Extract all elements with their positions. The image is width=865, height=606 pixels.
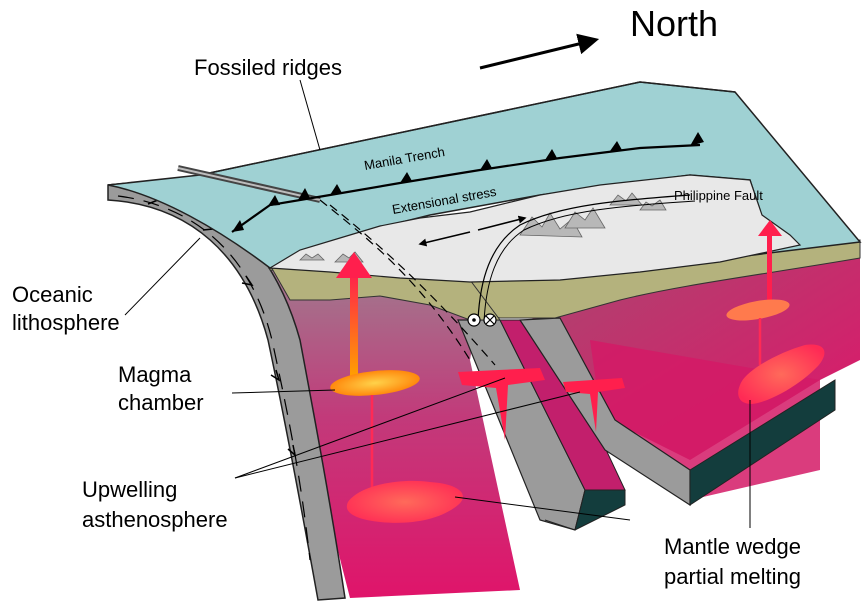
slab-front-dark	[689, 379, 836, 506]
extensional-arrow-right	[477, 215, 527, 231]
magma-label-line1: Magma	[118, 362, 192, 387]
slab-arrowhead-3	[241, 275, 254, 287]
leader-upwelling-2	[234, 391, 581, 479]
magma-chamber-right	[726, 299, 790, 321]
oceanic-label-line1: Oceanic	[12, 282, 93, 307]
upwelling-label-line2: asthenosphere	[82, 507, 228, 532]
ocean-back-edge	[199, 81, 736, 176]
mantle-wedge-left	[270, 270, 520, 598]
plume-stem-right	[767, 230, 772, 305]
trench-teeth	[232, 132, 704, 232]
slab-tear-segment-1-end	[544, 489, 626, 531]
leader-fossiled-ridges	[299, 79, 321, 151]
north-arrow	[479, 33, 600, 70]
manila-trench-line	[231, 143, 701, 233]
leader-mantle-1	[454, 496, 631, 521]
leader-oceanic	[124, 237, 201, 316]
plume-stem-left	[350, 272, 358, 377]
philippine-fault-label: Philippine Fault	[674, 188, 763, 203]
slab-flow-arrow	[117, 195, 311, 561]
fossiled-ridges-label: Fossiled ridges	[194, 55, 342, 80]
magma-chamber-left	[330, 370, 420, 396]
north-label: North	[630, 3, 718, 44]
oceanic-label-line2: lithosphere	[12, 310, 120, 335]
leader-magma	[231, 389, 336, 394]
upwelling-t-2	[563, 378, 625, 432]
magma-label-line2: chamber	[118, 390, 204, 415]
mountain-range	[299, 192, 667, 263]
plume-head-right	[758, 220, 782, 236]
upwelling-t-1	[458, 368, 545, 440]
mantle-label-line1: Mantle wedge	[664, 534, 801, 559]
plume-head-left	[336, 252, 372, 278]
extensional-arrow-left	[418, 231, 471, 247]
fossiled-ridge-inner	[177, 167, 321, 201]
upwelling-label-line1: Upwelling	[82, 477, 177, 502]
melt-blob-left	[346, 480, 463, 523]
melt-blob-right	[738, 344, 825, 404]
leader-upwelling-1	[234, 377, 506, 479]
slab-arrowhead-4	[270, 369, 281, 382]
ridge-projection-dashed-1	[319, 199, 471, 361]
slab-arrowhead-5	[287, 444, 297, 457]
mantle-label-line2: partial melting	[664, 564, 801, 589]
strike-slip-symbols	[467, 313, 497, 327]
philippine-fault-line-2	[483, 200, 696, 323]
